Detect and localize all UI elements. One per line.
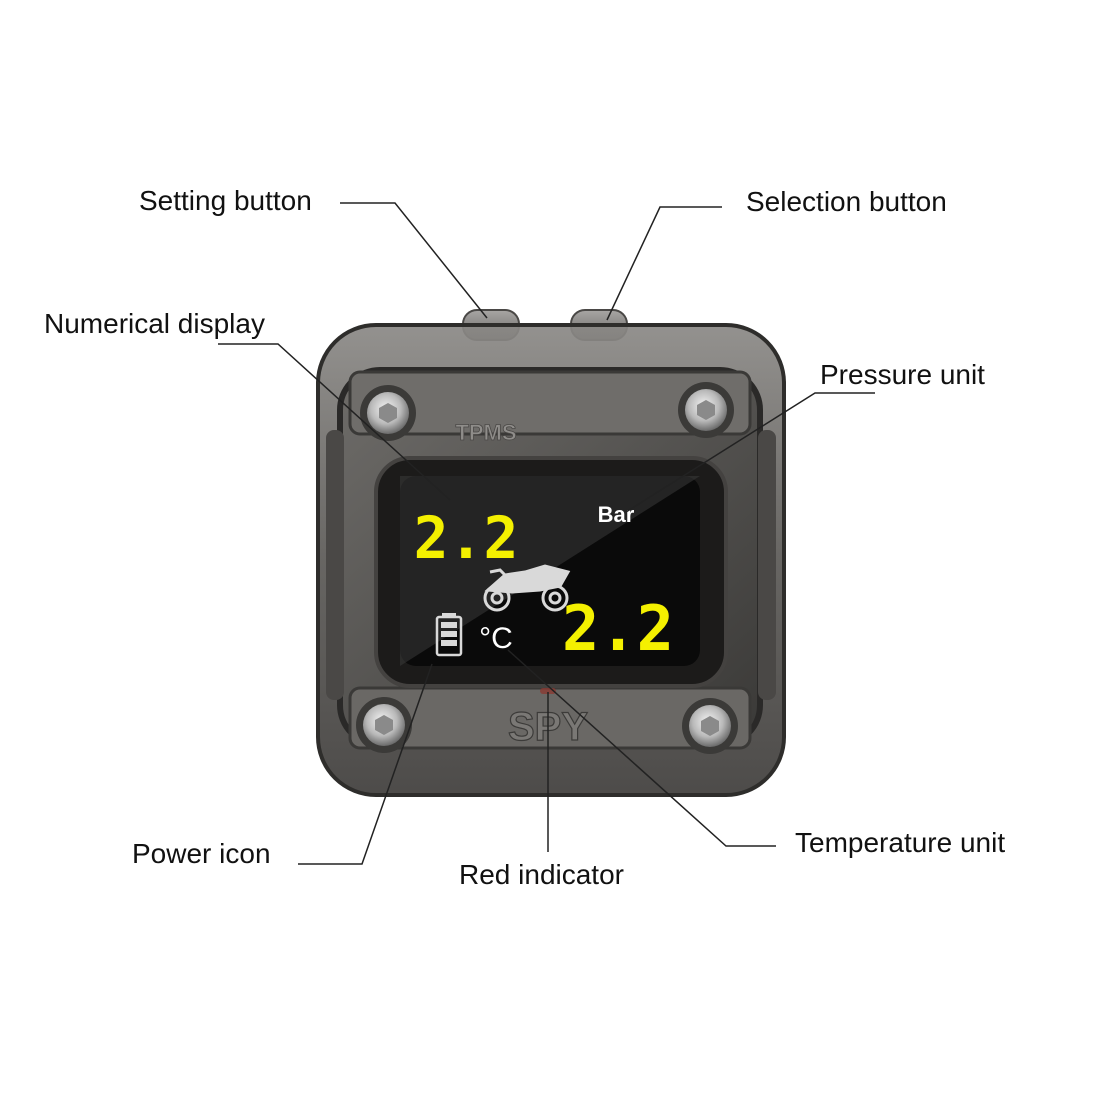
leader-pressure-unit [625,392,875,513]
leader-selection-button [606,206,722,321]
screw-bottom-left [356,697,412,753]
selection-button-callout: Selection button [746,186,947,217]
tpms-embossed-label: TPMS [455,420,516,445]
leader-power-icon [298,663,433,865]
screw-bottom-right [682,698,738,754]
rear-pressure-value: 2.2 [562,592,674,665]
numerical-display-callout: Numerical display [44,308,265,339]
motorcycle-icon [483,564,571,612]
power-icon-callout: Power icon [132,838,271,869]
pressure-unit-callout: Pressure unit [820,359,985,390]
battery-icon [435,613,463,657]
screw-top-right [678,382,734,438]
temperature-unit-label: °C [479,622,513,655]
red-indicator-callout: Red indicator [459,859,624,890]
setting-button-callout: Setting button [139,185,312,216]
leader-setting-button [340,202,488,319]
pressure-unit-label: Bar [598,502,635,527]
front-pressure-value: 2.2 [414,504,519,572]
leader-temperature-unit [507,649,776,847]
screw-top-left [360,385,416,441]
leader-numerical-display [218,343,451,501]
temperature-unit-callout: Temperature unit [795,827,1006,858]
